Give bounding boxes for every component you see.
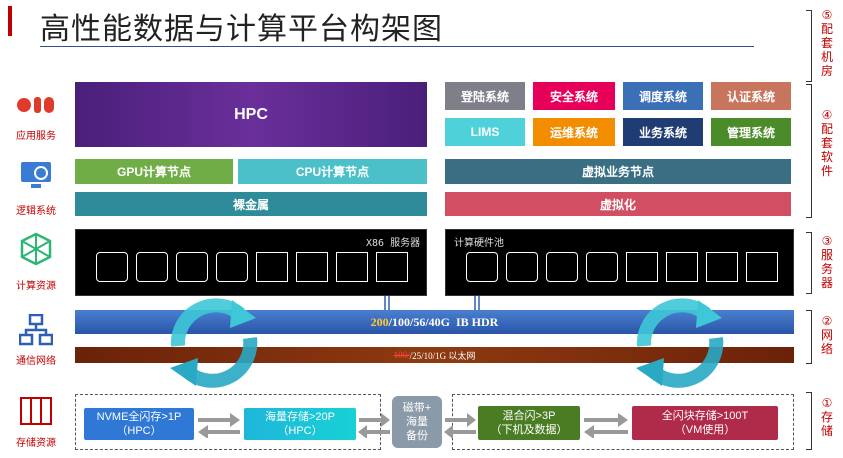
cpu-chip-icon <box>136 252 168 282</box>
server-rack-icon <box>626 252 658 282</box>
sync-arrow-left-icon <box>158 296 268 388</box>
app-service-icon <box>12 92 60 123</box>
nvme-storage-sub: （HPC） <box>116 425 162 437</box>
system-login: 登陆系统 <box>445 82 525 110</box>
server-rack-icon <box>256 252 288 282</box>
logic-system-icon <box>12 160 60 195</box>
server-rack-icon <box>746 252 778 282</box>
hpc-block: HPC <box>75 82 427 147</box>
cpu-chip-icon <box>586 252 618 282</box>
all-flash-block-storage: 全闪块存储>100T （VM使用） <box>632 406 778 440</box>
virtual-business-node: 虚拟业务节点 <box>445 159 791 184</box>
system-scheduling: 调度系统 <box>623 82 703 110</box>
cpu-chip-icon <box>96 252 128 282</box>
x86-server-panel: X86 服务器 <box>75 229 427 296</box>
mass-storage-sub: （HPC） <box>277 425 323 437</box>
server-rack-icon <box>296 252 328 282</box>
double-arrow-icon <box>443 410 477 439</box>
gpu-node: GPU计算节点 <box>75 159 233 184</box>
bracket-software <box>806 84 812 218</box>
title-divider <box>40 46 754 47</box>
bracket-server <box>806 232 812 294</box>
right-label-network: ②网络 <box>820 314 833 356</box>
x86-server-label: X86 服务器 <box>366 238 421 249</box>
page-title: 高性能数据与计算平台构架图 <box>40 12 443 47</box>
right-label-software: ④配套软件 <box>820 108 833 178</box>
cpu-node: CPU计算节点 <box>238 159 427 184</box>
bracket-storage <box>806 392 812 450</box>
tape-backup: 磁带+ 海量 备份 <box>392 396 442 448</box>
cpu-chip-icon <box>176 252 208 282</box>
bare-metal: 裸金属 <box>75 192 427 216</box>
right-label-server: ③服务器 <box>820 234 833 290</box>
server-rack-icon <box>336 252 368 282</box>
title-accent-bar <box>8 6 12 36</box>
double-arrow-icon <box>357 410 391 439</box>
mass-storage: 海量存储>20P （HPC） <box>244 408 356 440</box>
eth-speed-rest: /25/10/1G 以太网 <box>409 350 476 361</box>
system-auth: 认证系统 <box>711 82 791 110</box>
system-management: 管理系统 <box>711 118 791 146</box>
mass-storage-title: 海量存储>20P <box>265 411 335 423</box>
compute-pool-label: 计算硬件池 <box>454 238 504 249</box>
right-label-storage: ①存储 <box>820 396 833 438</box>
system-security: 安全系统 <box>533 82 615 110</box>
tape-backup-line2: 海量 <box>406 416 428 428</box>
ib-speed-highlight: 200 <box>370 314 389 329</box>
system-business: 业务系统 <box>623 118 703 146</box>
eth-speed-strike: 100/ <box>393 350 410 360</box>
storage-icon <box>12 396 60 431</box>
connector-icon <box>382 296 392 310</box>
all-flash-sub: （VM使用） <box>674 424 736 436</box>
ib-speed-rest: /100/56/40G IB HDR <box>388 314 499 329</box>
cpu-chip-icon <box>466 252 498 282</box>
sync-arrow-right-icon <box>624 296 734 388</box>
server-icon-row <box>466 252 778 282</box>
cpu-chip-icon <box>546 252 578 282</box>
double-arrow-icon <box>196 410 242 439</box>
bracket-network <box>806 310 812 364</box>
tape-backup-line1: 磁带+ <box>402 402 432 414</box>
nvme-storage-title: NVME全闪存>1P <box>96 411 182 423</box>
connector-icon <box>472 296 482 310</box>
system-lims: LIMS <box>445 118 525 146</box>
server-rack-icon <box>376 252 408 282</box>
double-arrow-icon <box>582 410 630 439</box>
server-rack-icon <box>706 252 738 282</box>
compute-pool-panel: 计算硬件池 <box>445 229 794 296</box>
cpu-chip-icon <box>506 252 538 282</box>
server-icon-row <box>96 252 408 282</box>
virtualization: 虚拟化 <box>445 192 791 216</box>
network-icon <box>12 313 60 351</box>
hybrid-flash-storage: 混合闪>3P （下机及数据） <box>478 406 580 440</box>
all-flash-title: 全闪块存储>100T <box>661 410 749 422</box>
label-network: 通信网络 <box>16 356 56 367</box>
cpu-chip-icon <box>216 252 248 282</box>
compute-resource-icon <box>12 232 60 271</box>
label-compute-resource: 计算资源 <box>16 281 56 292</box>
bracket-room <box>806 10 812 82</box>
tape-backup-line3: 备份 <box>406 430 428 442</box>
system-ops: 运维系统 <box>533 118 615 146</box>
right-label-room: ⑤配套机房 <box>820 8 833 78</box>
hybrid-flash-sub: （下机及数据） <box>490 424 568 436</box>
server-rack-icon <box>666 252 698 282</box>
nvme-storage: NVME全闪存>1P （HPC） <box>84 408 194 440</box>
label-logic-system: 逻辑系统 <box>16 206 56 217</box>
label-app-service: 应用服务 <box>16 131 56 142</box>
hybrid-flash-title: 混合闪>3P <box>502 410 556 422</box>
label-storage: 存储资源 <box>16 438 56 449</box>
